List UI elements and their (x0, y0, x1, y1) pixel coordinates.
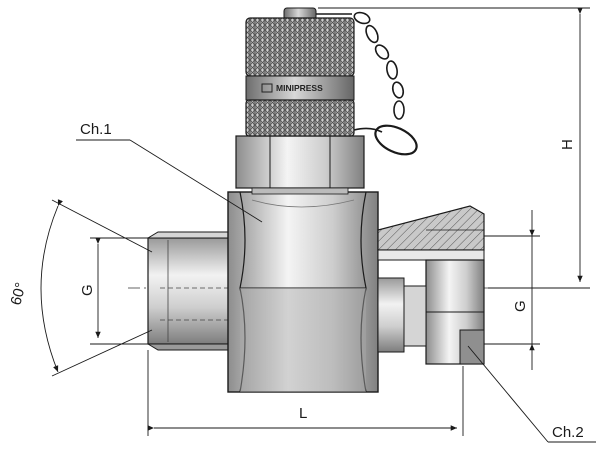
right-swivel-nut (377, 205, 485, 365)
brand-label: MINIPRESS (276, 83, 323, 93)
dim-g-left (90, 237, 148, 345)
dim-h (318, 7, 590, 289)
leader-ch1 (76, 139, 263, 223)
dim-h-label: H (559, 139, 576, 150)
dim-l (147, 350, 464, 436)
leader-ch2 (467, 345, 596, 443)
ch1-label: Ch.1 (80, 121, 112, 138)
dim-g-right (484, 210, 540, 370)
dim-angle (40, 199, 153, 377)
dim-angle-label: 60° (7, 281, 29, 307)
cap-chain (316, 11, 418, 156)
top-hex-nut (235, 135, 365, 195)
left-threaded-end (146, 231, 233, 351)
dim-g-right-label: G (512, 300, 529, 312)
minipress-cap: MINIPRESS (245, 7, 355, 137)
hex-body (227, 191, 379, 393)
dim-g-left-label: G (79, 284, 96, 296)
brand-logo-icon (261, 83, 273, 93)
dim-l-label: L (299, 405, 307, 422)
ch2-label: Ch.2 (552, 424, 584, 441)
